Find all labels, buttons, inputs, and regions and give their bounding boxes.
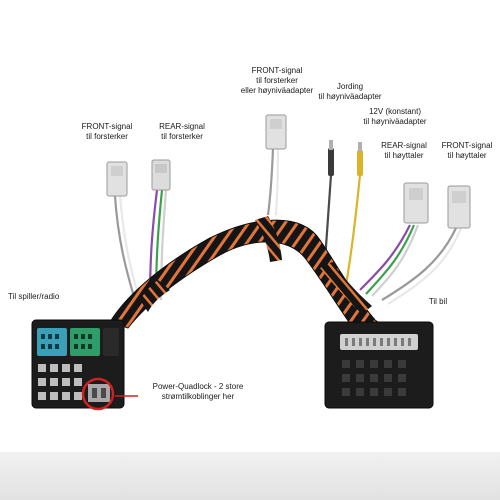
plug-front-right [447,185,471,229]
wires-top [266,147,280,216]
label-spiller: Til spiller/radio [8,292,60,301]
harness-sleeve [109,216,394,339]
label-front-right: FRONT-signal til høyttaler [441,141,493,160]
connector-car [324,321,434,409]
floor-shadow [0,452,500,500]
plug-rear-right [403,182,429,224]
connector-radio [31,319,125,409]
plug-rear-left [151,159,171,191]
label-bil: Til bil [428,297,448,306]
pin-12v [357,142,363,176]
plug-front-top [265,114,287,150]
pin-ground [328,140,334,176]
label-jording: Jording til høyniväadapter [318,82,382,101]
label-front-top: FRONT-signal til forsterker eller høyniv… [240,66,314,95]
wires-right [322,174,463,305]
label-rear-right: REAR-signal til høyttaler [381,141,427,160]
label-rear-left: REAR-signal til forsterker [159,122,205,141]
label-power: Power-Quadlock - 2 store strømtilkobling… [152,382,244,401]
plug-front-left [106,161,128,197]
label-12v: 12V (konstant) til høyniväadapter [363,107,427,126]
power-callout-circle [81,377,115,411]
label-front-left: FRONT-signal til forsterker [81,122,133,141]
